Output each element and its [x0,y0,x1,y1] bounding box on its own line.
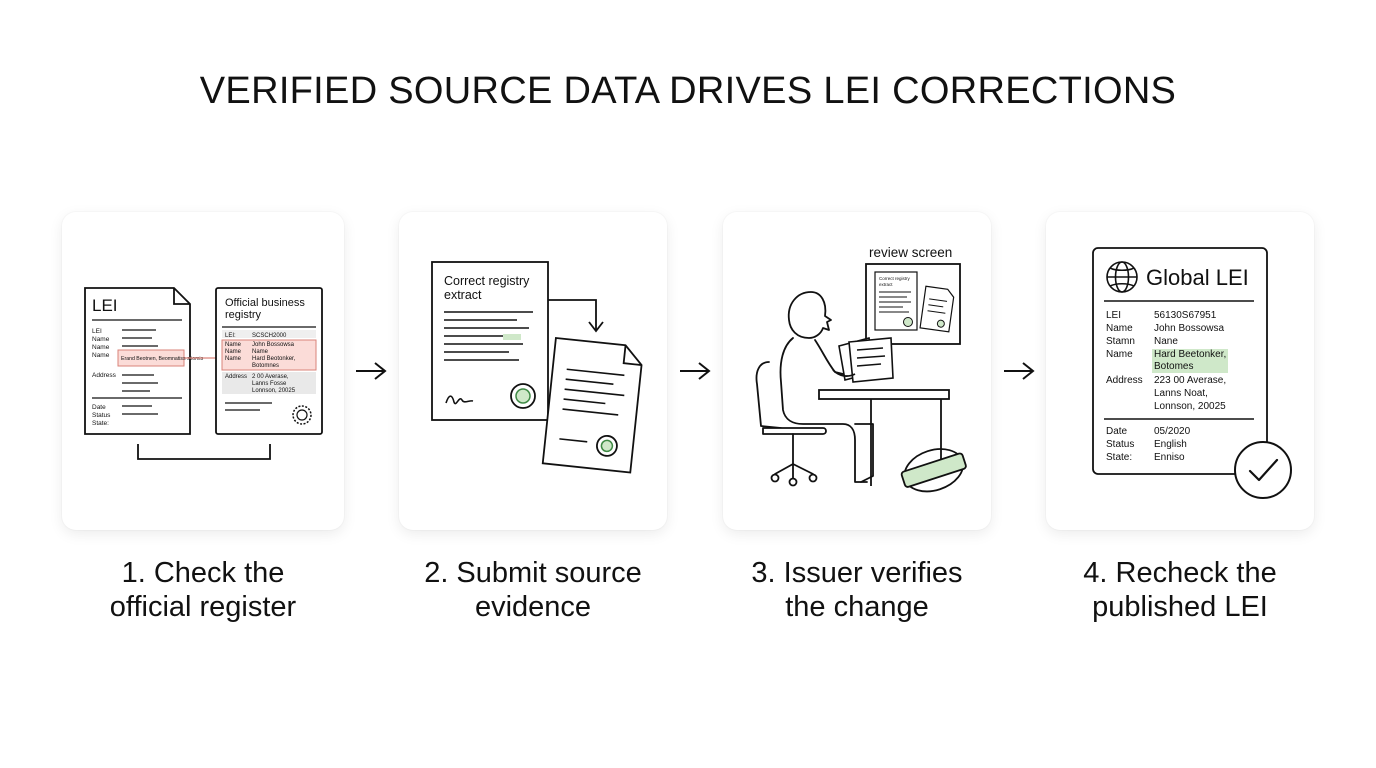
registry-row-label: LEI: [225,333,236,339]
lei-field-label: Status [1106,439,1134,450]
lei-doc-label: LEI [92,328,102,335]
registry-row-value: Botomnes [252,363,279,369]
lei-field-value: Hard Beetonker, [1154,349,1226,360]
arrow-right-icon [680,362,711,380]
signature-icon [445,395,474,405]
registry-row-label: Name [225,356,242,362]
lei-doc-label: Status [92,412,111,419]
registry-match-highlight [221,339,317,371]
desk [818,389,950,486]
step-1-card: LEI LEI Name Name Name Erand Beotnen, Be… [62,212,344,530]
lei-field-value: Enniso [1154,452,1185,463]
lei-doc-label: Name [92,352,110,359]
corrected-name-highlight [1152,349,1228,373]
lei-field-label: State: [1106,452,1132,463]
lei-field-label: Address [1106,375,1143,386]
step-1-caption: 1. Check the official register [62,556,344,624]
registry-row-value: SCSCH2000 [252,333,287,339]
registry-row-value: John Bossowsa [252,342,295,348]
lei-doc-header: LEI [92,296,118,315]
step-4-caption-line: 4. Recheck the [1083,557,1277,589]
lei-field-value: English [1154,439,1187,450]
registry-row-label: Name [225,349,242,355]
mini-doc-header: extract [879,282,893,287]
lei-document: LEI LEI Name Name Name Erand Beotnen, Be… [84,287,204,435]
step-3-caption: 3. Issuer verifies the change [723,556,991,624]
verified-check-icon [1234,441,1292,499]
lei-field-value: Lanns Noat, [1154,388,1208,399]
lei-field-value: John Bossowsa [1154,323,1224,334]
review-screen: Correct registry extract [865,263,961,345]
registry-doc-header: registry [225,309,262,321]
arrow-right-icon [356,362,387,380]
lei-field-label: Date [1106,426,1128,437]
registry-row-value: Name [252,349,269,355]
approval-seal-icon [510,383,536,409]
lei-doc-label: Date [92,404,106,411]
step-2-caption-line: evidence [474,591,592,623]
submit-arrow-icon [548,299,597,330]
mini-doc-header: Correct registry [879,276,911,281]
step-3-card: review screen Correct registry extract [723,212,991,530]
lei-field-value: 56130S67951 [1154,310,1217,321]
lei-doc-label: Name [92,344,110,351]
registry-row-label: Name [225,342,242,348]
step-4-caption: 4. Recheck the published LEI [1046,556,1314,624]
step-2-illustration: Correct registry extract [431,261,643,474]
approval-stamp-icon [900,448,967,493]
arrow-right-icon [1004,362,1035,380]
step-3-caption-line: 3. Issuer verifies [751,557,963,589]
lei-doc-label: Address [92,372,117,379]
lei-field-value: 05/2020 [1154,426,1191,437]
globe-icon [1106,261,1138,293]
lei-field-label: LEI [1106,310,1121,321]
step-1-caption-line: official register [109,591,297,623]
lei-doc-label: State: [92,420,109,427]
held-papers [838,337,894,383]
step-1-illustration: LEI LEI Name Name Name Erand Beotnen, Be… [84,287,323,460]
lei-field-value: Lonnson, 20025 [1154,401,1226,412]
registry-row-value: 2 00 Averase, [252,374,289,380]
step-2-caption: 2. Submit source evidence [399,556,667,624]
global-lei-header: Global LEI [1146,265,1249,290]
lei-field-value: Nane [1154,336,1178,347]
registry-row-label: Address [225,374,247,380]
reviewer-person-icon [755,291,874,487]
compare-bracket [137,444,271,460]
lei-doc-mismatch-text: Erand Beotnen, Beomnatiss stiomis [121,356,204,362]
step-3-illustration: review screen Correct registry extract [755,245,967,493]
registry-doc-header: Official business [225,297,305,309]
lei-field-label: Stamn [1106,336,1135,347]
diagram-title: VERIFIED SOURCE DATA DRIVES LEI CORRECTI… [199,70,1177,112]
step-3-caption-line: the change [785,591,929,623]
extract-doc-header: extract [444,288,482,302]
registry-row-value: Hard Beotonker, [252,356,296,362]
step-1-caption-line: 1. Check the [121,557,285,589]
registry-row-value: Lonnson, 20025 [252,388,296,394]
lei-field-label: Name [1106,349,1133,360]
lei-doc-label: Name [92,336,110,343]
lei-field-label: Name [1106,323,1133,334]
registry-row-value: Lanns Fosse [252,381,287,387]
lei-field-value: Botomes [1154,361,1193,372]
lei-field-value: 223 00 Averase, [1154,375,1226,386]
review-screen-label: review screen [869,245,952,260]
extract-doc-header: Correct registry [444,274,530,288]
step-2-card: Correct registry extract [399,212,667,530]
registry-extract-document: Correct registry extract [431,261,549,421]
step-4-caption-line: published LEI [1092,591,1268,623]
submitted-document [541,336,643,474]
step-2-caption-line: 2. Submit source [424,557,642,589]
official-registry-document: Official business registry LEI: SCSCH200… [215,287,323,435]
official-seal-icon [292,405,312,425]
